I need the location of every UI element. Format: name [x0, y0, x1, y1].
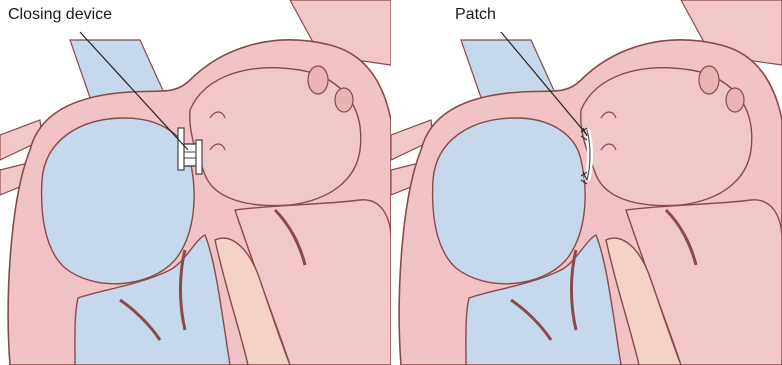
heart-illustration-patch: [391, 0, 782, 365]
closing-device-label: Closing device: [8, 6, 112, 24]
vein-opening-2: [335, 88, 353, 112]
left-atrium: [581, 68, 752, 206]
vein-opening-1: [308, 66, 328, 94]
right-atrium: [433, 118, 586, 284]
heart-illustration-closing-device: [0, 0, 391, 365]
patch-label: Patch: [455, 6, 496, 24]
left-atrium: [190, 68, 361, 206]
vein-opening-2: [726, 88, 744, 112]
vein-opening-1: [699, 66, 719, 94]
closing-device-panel: Closing device: [0, 0, 391, 365]
patch-panel: Patch: [391, 0, 782, 365]
right-atrium: [42, 118, 195, 284]
